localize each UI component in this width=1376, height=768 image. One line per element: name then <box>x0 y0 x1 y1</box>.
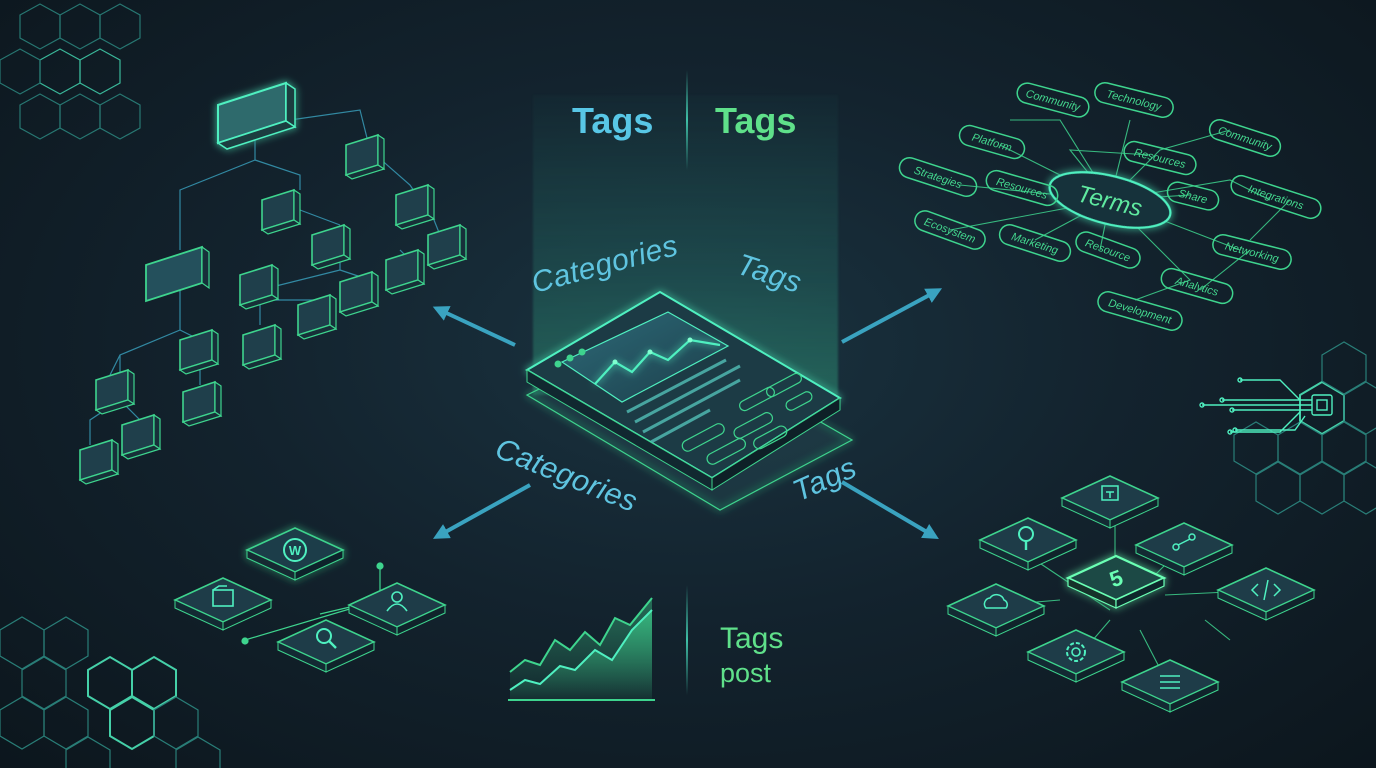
flow-arrows <box>432 288 943 540</box>
mindmap-node-label: Integrations <box>1247 183 1306 212</box>
hex-grid-right <box>1233 341 1376 515</box>
mindmap-node: Marketing <box>998 223 1072 263</box>
category-hierarchy-tree <box>79 81 467 485</box>
mindmap-node-label: Platform <box>970 132 1013 155</box>
plugin-tile-highlight: 5 <box>1065 554 1167 609</box>
mindmap-node: Development <box>1097 291 1183 331</box>
mindmap-node: Technology <box>1094 81 1174 119</box>
mindmap-node: Strategies <box>898 156 978 198</box>
mindmap-node-label: Analytics <box>1173 275 1220 299</box>
footer-divider <box>686 585 688 695</box>
plugin-tile-code <box>1217 567 1315 621</box>
plugin-tile-cloud <box>947 583 1045 637</box>
arrow-to-plugin-grid <box>840 480 939 540</box>
wordpress-tile: W <box>246 527 344 581</box>
arrow-to-icon-tiles <box>433 483 531 539</box>
mindmap-node: Analytics <box>1160 267 1234 305</box>
header-divider <box>686 70 688 170</box>
mindmap-node-label: Ecosystem <box>922 216 977 246</box>
header-tags-left: Tags <box>572 100 654 141</box>
header-tags-right: Tags <box>715 100 797 141</box>
chip-icon <box>1199 377 1333 435</box>
hex-grid-bottom-left <box>0 616 221 768</box>
plugin-grid: 5 <box>947 475 1315 713</box>
plugin-tile-share <box>1135 522 1233 576</box>
mindmap-node: Platform <box>958 124 1026 160</box>
hex-grid-top-left <box>0 3 141 140</box>
mindmap-node-label: Development <box>1107 297 1174 327</box>
mindmap-node: Resource <box>1075 231 1141 269</box>
plugin-tile-translate <box>1061 475 1159 529</box>
user-tile <box>348 582 446 636</box>
footer-post-label: post <box>720 658 772 688</box>
mindmap-node: Ecosystem <box>914 210 986 250</box>
icon-tile-group: W <box>174 527 446 673</box>
search-tile <box>277 619 375 673</box>
arrow-to-hierarchy <box>432 306 516 347</box>
plugin-tile-search <box>979 517 1077 571</box>
mindmap-node: Community <box>1208 118 1282 158</box>
svg-text:W: W <box>289 543 302 558</box>
document-tile <box>174 577 272 631</box>
plugin-tile-settings <box>1027 629 1125 683</box>
mindmap-node: Community <box>1016 82 1090 118</box>
bottom-trend-chart <box>508 597 655 701</box>
mindmap-node: Resources <box>1123 140 1197 176</box>
plugin-tile-list <box>1121 659 1219 713</box>
arrow-to-mindmap <box>841 288 943 344</box>
center-dashboard <box>525 290 854 511</box>
footer-tags-label: Tags <box>720 622 784 655</box>
